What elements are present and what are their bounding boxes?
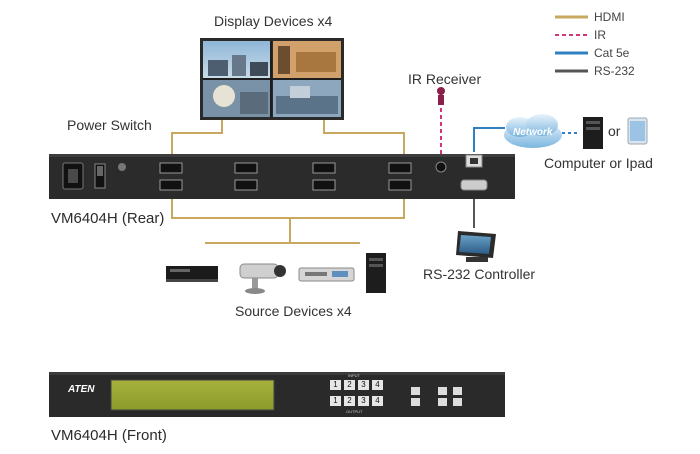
rear-panel [49, 154, 515, 199]
cat5e-cable [473, 127, 580, 152]
front-keypad: INPUT OUTPUT 1 2 3 4 1 2 3 4 [330, 373, 386, 414]
input-key-1[interactable]: 1 [330, 380, 341, 390]
keypad-bottom-caption: OUTPUT [346, 409, 363, 414]
dvd-player-icon [166, 266, 218, 282]
brand-logo: ATEN [68, 384, 95, 395]
output-key-4[interactable]: 4 [372, 396, 383, 406]
ir-receiver-label: IR Receiver [408, 71, 482, 87]
input-key-3[interactable]: 3 [358, 380, 369, 390]
rear-label: VM6404H (Rear) [51, 210, 165, 227]
legend [555, 15, 588, 73]
hdmi-cables [171, 118, 405, 244]
front-panel [49, 372, 505, 417]
network-cloud [504, 114, 562, 148]
computer-tower-icon [583, 117, 603, 149]
output-key-1[interactable]: 1 [330, 396, 341, 406]
rs232-controller-label: RS-232 Controller [423, 266, 536, 282]
legend-label-cat5e: Cat 5e [594, 46, 630, 60]
computer-label: Computer or Ipad [544, 155, 653, 171]
or-label: or [608, 123, 621, 139]
input-key-4[interactable]: 4 [372, 380, 383, 390]
output-key-2[interactable]: 2 [344, 396, 355, 406]
power-switch-label: Power Switch [67, 117, 152, 133]
keypad-row-1: 1 2 3 4 [330, 380, 383, 390]
display-devices-label: Display Devices x4 [214, 13, 333, 29]
front-label: VM6404H (Front) [51, 427, 167, 444]
ipad-icon [627, 117, 648, 145]
legend-label-hdmi: HDMI [594, 10, 625, 24]
hdmi-ports [159, 162, 412, 191]
source-devices-label: Source Devices x4 [235, 303, 352, 319]
camera-icon [239, 263, 286, 294]
rs232-controller-icon [456, 231, 496, 262]
pc-tower-icon [366, 253, 386, 293]
legend-label-ir: IR [594, 28, 606, 42]
output-key-3[interactable]: 3 [358, 396, 369, 406]
network-label: Network [513, 127, 553, 138]
ir-cable [437, 87, 445, 160]
input-key-2[interactable]: 2 [344, 380, 355, 390]
video-wall [200, 38, 344, 120]
keypad-top-caption: INPUT [348, 373, 360, 378]
legend-label-rs232: RS-232 [594, 64, 635, 78]
set-top-box-icon [298, 267, 355, 282]
keypad-row-2: 1 2 3 4 [330, 396, 383, 406]
